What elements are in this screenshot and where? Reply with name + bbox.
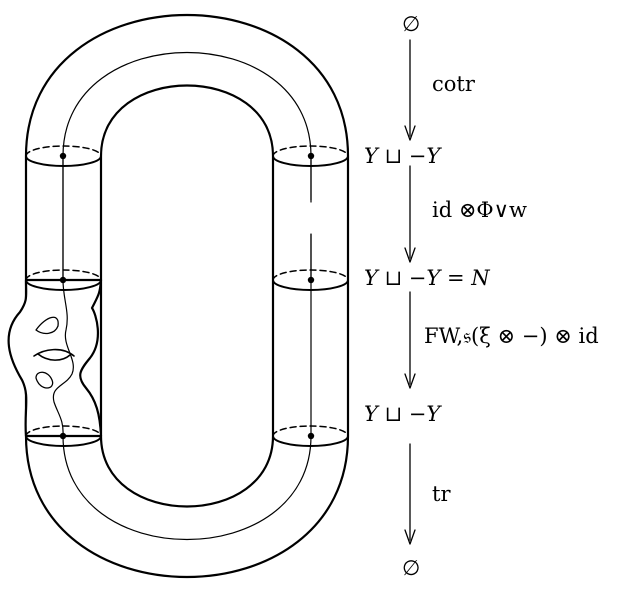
- point-right-bot: [307, 432, 315, 440]
- slice-right-mid: [272, 279, 349, 291]
- arrow-tr: [404, 443, 416, 545]
- label-y-mid: Y ⊔ −Y = N: [364, 266, 490, 290]
- label-phi-map: id ⊗Φ∨w: [432, 198, 527, 222]
- slice-left-bot: [25, 435, 102, 447]
- arrow-cotr: [404, 39, 416, 141]
- arrow-phi: [404, 165, 416, 263]
- slice-right-top: [272, 155, 349, 167]
- slice-right-bot: [272, 435, 349, 447]
- point-left-top: [59, 152, 67, 160]
- inner-tube-outline: [99, 84, 275, 508]
- label-cobordism-map: FW,𝔰(ξ ⊗ −) ⊗ id: [424, 324, 599, 348]
- point-right-mid: [307, 276, 315, 284]
- point-left-mid: [59, 276, 67, 284]
- label-y-bot: Y ⊔ −Y: [364, 402, 441, 426]
- point-right-top: [307, 152, 315, 160]
- arrow-cob: [404, 291, 416, 389]
- cobordism-bump: [7, 278, 103, 438]
- knotted-core: [52, 279, 74, 437]
- label-y-top: Y ⊔ −Y: [364, 144, 441, 168]
- slice-left-top: [25, 155, 102, 167]
- label-cotr: cotr: [432, 72, 475, 96]
- empty-set-top: ∅: [402, 12, 421, 36]
- slice-left-mid: [25, 279, 102, 291]
- point-left-bot: [59, 432, 67, 440]
- handle-hole: [33, 348, 75, 357]
- empty-set-bottom: ∅: [402, 556, 421, 580]
- label-tr: tr: [432, 482, 451, 506]
